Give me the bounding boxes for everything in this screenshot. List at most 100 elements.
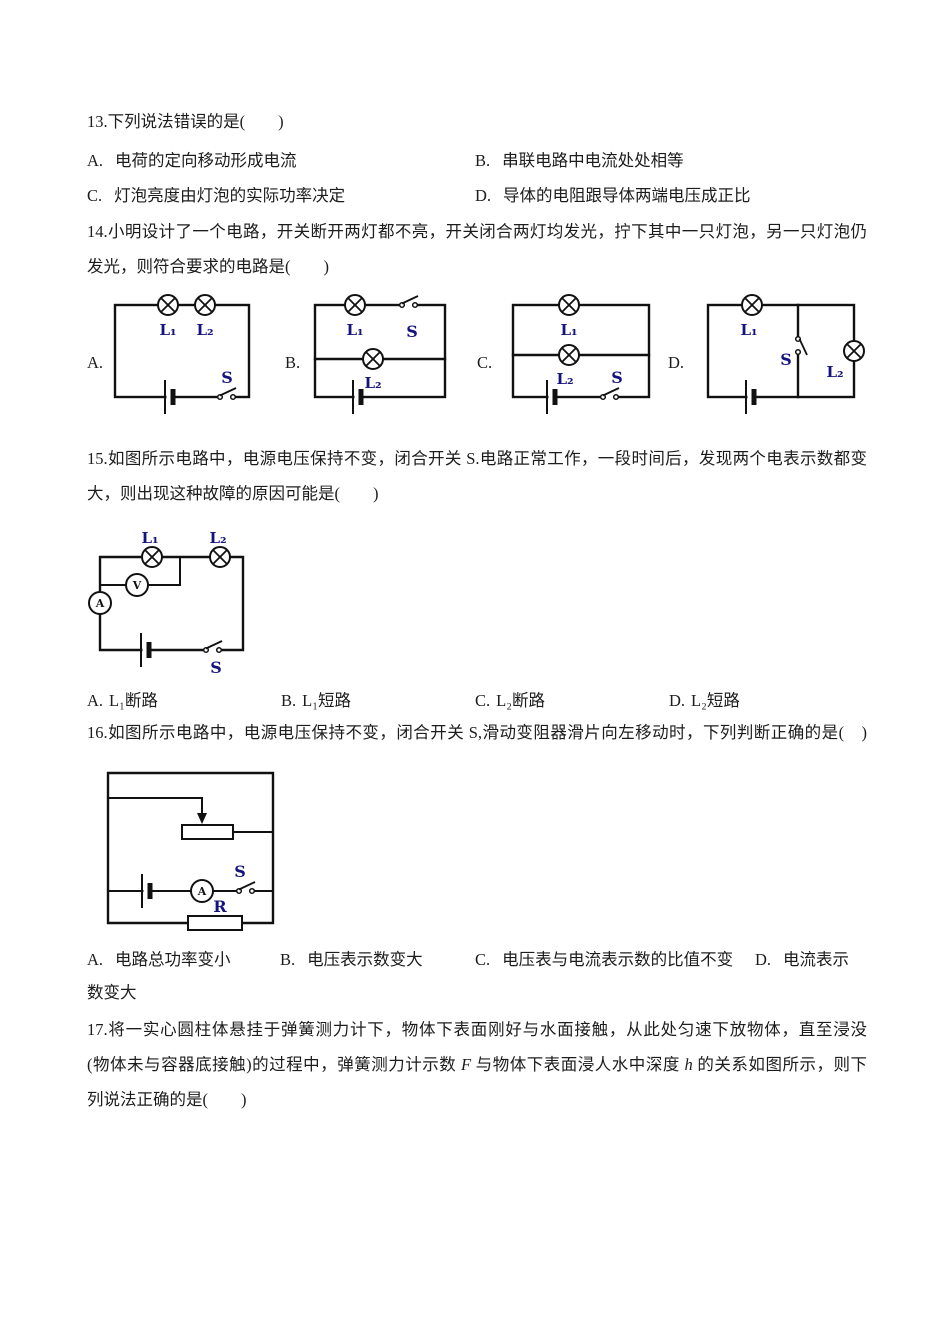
option-text: 串联电路中电流处处相等 bbox=[502, 151, 684, 170]
q17-line2-text: 与物体下表面浸人水中深度 bbox=[471, 1055, 685, 1074]
option-text: 电压表示数变大 bbox=[307, 950, 423, 969]
q14-circuit-d-label: D. bbox=[668, 353, 685, 372]
q14-figure: A. L₁ L₂ S B. L₁ S L₂ C. bbox=[87, 293, 877, 433]
lamp-L2-icon bbox=[843, 340, 865, 362]
option-letter: D. bbox=[669, 691, 686, 710]
q13-option-c: C. 灯泡亮度由灯泡的实际功率决定 bbox=[87, 182, 345, 206]
option-letter: A. bbox=[87, 950, 104, 969]
q16-option-a: A. 电路总功率变小 bbox=[87, 946, 231, 970]
switch-icon bbox=[202, 640, 223, 654]
q14-circuit-b-label: B. bbox=[285, 353, 301, 372]
switch-icon bbox=[794, 335, 808, 356]
option-letter: C. bbox=[87, 186, 103, 205]
option-letter: C. bbox=[475, 950, 491, 969]
label-L1: L₁ bbox=[141, 529, 158, 547]
q16-stem: 16.如图所示电路中，电源电压保持不变，闭合开关 S,滑动变阻器滑片向左移动时，… bbox=[87, 723, 867, 742]
q15-stem-line1: 15.如图所示电路中，电源电压保持不变，闭合开关 S.电路正常工作，一段时间后，… bbox=[87, 449, 867, 468]
option-text: 灯泡亮度由灯泡的实际功率决定 bbox=[114, 186, 346, 205]
q15-options-row: A. L₁断路 B. L₁短路 C. L₂断路 D. L₂短路 bbox=[87, 687, 887, 711]
label-S: S bbox=[406, 322, 418, 341]
q13-options-row2: C. 灯泡亮度由灯泡的实际功率决定 D. 导体的电阻跟导体两端电压成正比 bbox=[87, 182, 887, 206]
q14-circuit-d: L₁ S L₂ bbox=[706, 294, 865, 411]
q15-option-c: C. L₂断路 bbox=[475, 687, 545, 711]
q15-option-b: B. L₁短路 bbox=[281, 687, 351, 711]
label-L1: L₁ bbox=[560, 321, 577, 339]
label-L1: L₁ bbox=[346, 321, 363, 339]
lamp-L2-icon bbox=[558, 344, 580, 366]
option-letter: B. bbox=[281, 691, 297, 710]
q16-circuit: A S R bbox=[106, 771, 275, 931]
option-text: 电压表与电流表示数的比值不变 bbox=[502, 950, 734, 969]
q17-stem-line2: (物体未与容器底接触)的过程中，弹簧测力计示数 F 与物体下表面浸人水中深度 h… bbox=[87, 1053, 867, 1077]
label-L2: L₂ bbox=[209, 529, 226, 547]
option-letter: B. bbox=[475, 151, 491, 170]
option-letter: C. bbox=[475, 691, 491, 710]
label-R: R bbox=[213, 897, 227, 916]
symbol-F: F bbox=[460, 1055, 472, 1074]
q16-option-d: D. 电流表示 bbox=[755, 946, 849, 970]
lamp-L2-icon bbox=[362, 348, 384, 370]
option-letter: D. bbox=[475, 186, 492, 205]
label-L2: L₂ bbox=[364, 374, 381, 392]
q14-stem-line2: 发光，则符合要求的电路是( ) bbox=[87, 257, 329, 276]
option-letter: D. bbox=[755, 950, 772, 969]
ammeter-letter: A bbox=[95, 597, 105, 610]
switch-icon bbox=[398, 295, 419, 309]
switch-icon bbox=[599, 387, 620, 401]
option-text: L₁短路 bbox=[302, 691, 351, 710]
label-S: S bbox=[780, 350, 792, 369]
q13-option-a: A. 电荷的定向移动形成电流 bbox=[87, 147, 297, 171]
option-text: 电荷的定向移动形成电流 bbox=[115, 151, 297, 170]
q13-options-row1: A. 电荷的定向移动形成电流 B. 串联电路中电流处处相等 bbox=[87, 147, 887, 171]
rheostat-icon bbox=[181, 824, 234, 840]
label-L2: L₂ bbox=[196, 321, 213, 339]
q15-option-d: D. L₂短路 bbox=[669, 687, 740, 711]
option-letter: A. bbox=[87, 151, 104, 170]
q16-option-d-wrap: 数变大 bbox=[87, 983, 137, 1002]
q16-option-b: B. 电压表示数变大 bbox=[280, 946, 423, 970]
voltmeter-letter: V bbox=[132, 579, 142, 592]
slider-arrow-icon bbox=[197, 813, 207, 824]
switch-icon bbox=[216, 387, 237, 401]
option-text: L₁断路 bbox=[109, 691, 158, 710]
q13-stem: 13.下列说法错误的是( ) bbox=[87, 112, 284, 131]
option-text: L₂断路 bbox=[496, 691, 545, 710]
q14-circuit-a-label: A. bbox=[87, 353, 104, 372]
option-letter: A. bbox=[87, 691, 104, 710]
q14-circuit-b: L₁ S L₂ bbox=[313, 294, 447, 411]
label-L2: L₂ bbox=[826, 363, 843, 381]
option-letter: B. bbox=[280, 950, 296, 969]
lamp-L2-icon bbox=[194, 294, 216, 316]
q15-option-a: A. L₁断路 bbox=[87, 687, 158, 711]
q15-stem-line2: 大，则出现这种故障的原因可能是( ) bbox=[87, 484, 379, 503]
q17-line2-text: 的关系如图所示，则下 bbox=[692, 1055, 868, 1074]
q14-stem-line1: 14.小明设计了一个电路，开关断开两灯都不亮，开关闭合两灯均发光，拧下其中一只灯… bbox=[87, 222, 867, 241]
option-text: 导体的电阻跟导体两端电压成正比 bbox=[503, 186, 751, 205]
option-text: 电流表示 bbox=[783, 950, 850, 969]
q16-option-c: C. 电压表与电流表示数的比值不变 bbox=[475, 946, 733, 970]
q14-circuit-c: L₁ L₂ S bbox=[511, 294, 651, 411]
q17-stem-line1: 17.将一实心圆柱体悬挂于弹簧测力计下，物体下表面刚好与水面接触，从此处匀速下放… bbox=[87, 1020, 867, 1039]
label-S: S bbox=[611, 368, 623, 387]
q14-circuit-c-label: C. bbox=[477, 353, 493, 372]
symbol-h: h bbox=[684, 1055, 693, 1074]
lamp-L1-icon bbox=[157, 294, 179, 316]
resistor-icon bbox=[187, 915, 243, 931]
q17-line2-text: (物体未与容器底接触)的过程中，弹簧测力计示数 bbox=[87, 1055, 461, 1074]
switch-icon bbox=[235, 881, 256, 895]
option-text: L₂短路 bbox=[691, 691, 740, 710]
label-S: S bbox=[210, 658, 222, 677]
label-L2: L₂ bbox=[556, 370, 573, 388]
q13-option-d: D. 导体的电阻跟导体两端电压成正比 bbox=[475, 182, 751, 206]
label-S: S bbox=[221, 368, 233, 387]
option-text: 电路总功率变小 bbox=[115, 950, 231, 969]
q13-option-b: B. 串联电路中电流处处相等 bbox=[475, 147, 684, 171]
lamp-L1-icon bbox=[558, 294, 580, 316]
label-S: S bbox=[234, 862, 246, 881]
label-L1: L₁ bbox=[740, 321, 757, 339]
label-L1: L₁ bbox=[159, 321, 176, 339]
q15-circuit: L₁ L₂ V A S bbox=[88, 529, 245, 677]
q14-circuit-a: L₁ L₂ S bbox=[113, 294, 251, 411]
lamp-L1-icon bbox=[741, 294, 763, 316]
